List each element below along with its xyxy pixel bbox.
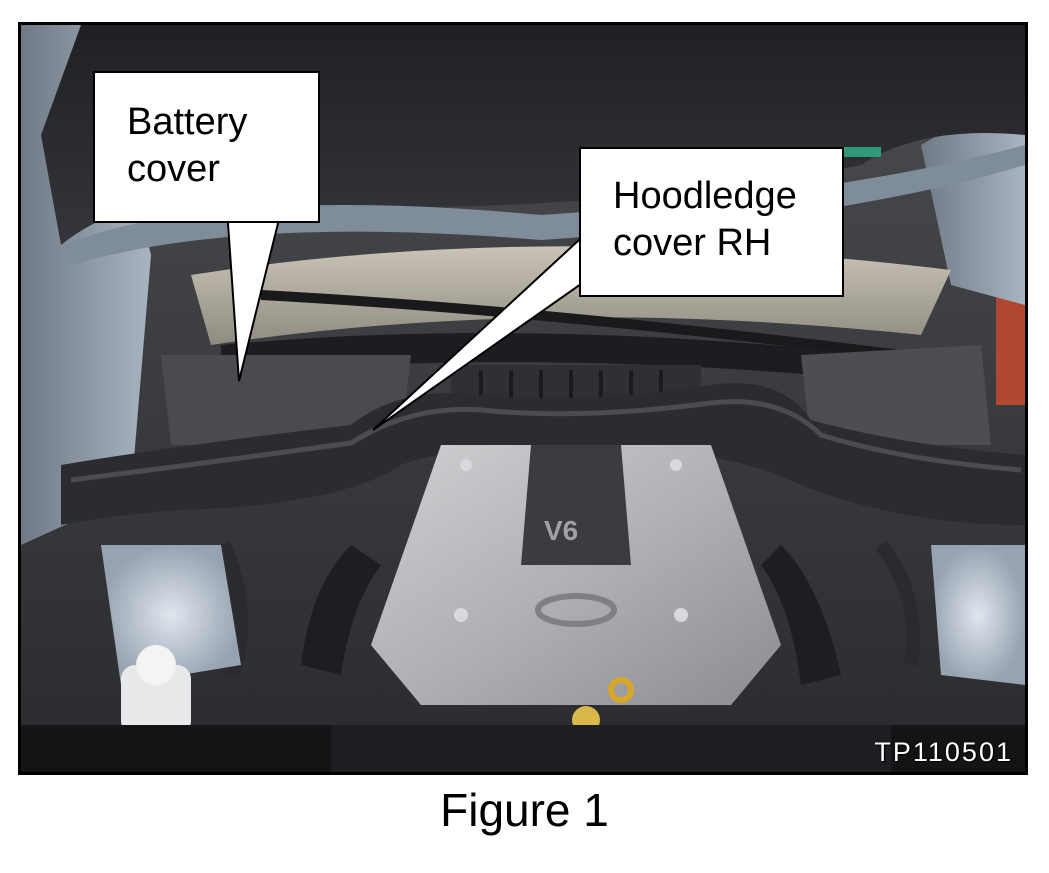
engine-cover-bolt-3: [454, 608, 468, 622]
hoodledge-cover-callout-line-2: cover RH: [613, 222, 772, 264]
right-intake-hose: [761, 545, 841, 685]
reservoir-cap: [136, 645, 176, 685]
engine-cover-center-panel: [521, 445, 631, 565]
right-harness: [875, 540, 920, 666]
oil-cap: [608, 677, 634, 703]
hood-marker: [841, 147, 881, 157]
hoodledge-cover-callout: Hoodledge cover RH: [579, 147, 844, 297]
fluid-reservoir: [121, 665, 191, 735]
engine-cover-bolt-1: [460, 459, 472, 471]
right-strut-tower: [931, 545, 1025, 685]
engine-cover: [371, 445, 781, 705]
wiper-arm: [260, 290, 902, 360]
image-code: TP110501: [874, 737, 1013, 767]
battery-cover-callout: Battery cover: [93, 71, 320, 223]
right-cover: [801, 345, 991, 445]
cowl-strip: [221, 333, 926, 385]
left-intake-hose: [301, 545, 381, 675]
front-panel: [331, 725, 891, 772]
engine-cover-bolt-2: [670, 459, 682, 471]
seal-highlight: [70, 399, 1022, 483]
left-strut-tower: [101, 545, 241, 685]
engine-cover-badge: V6: [544, 515, 578, 546]
hoodledge-cover-callout-line-1: Hoodledge: [613, 175, 797, 217]
figure-frame: V6 Battery cover Hoodledge cover RH TP1: [18, 22, 1028, 775]
engine-cover-bolt-4: [674, 608, 688, 622]
battery-cover-callout-line-2: cover: [127, 148, 220, 190]
right-fender: [921, 85, 1025, 305]
figure-caption: Figure 1: [440, 784, 609, 836]
hoodledge-seal: [61, 383, 1025, 525]
engine-cover-emblem: [535, 593, 617, 627]
battery-cover: [161, 355, 411, 445]
battery-cover-callout-line-1: Battery: [127, 101, 248, 143]
